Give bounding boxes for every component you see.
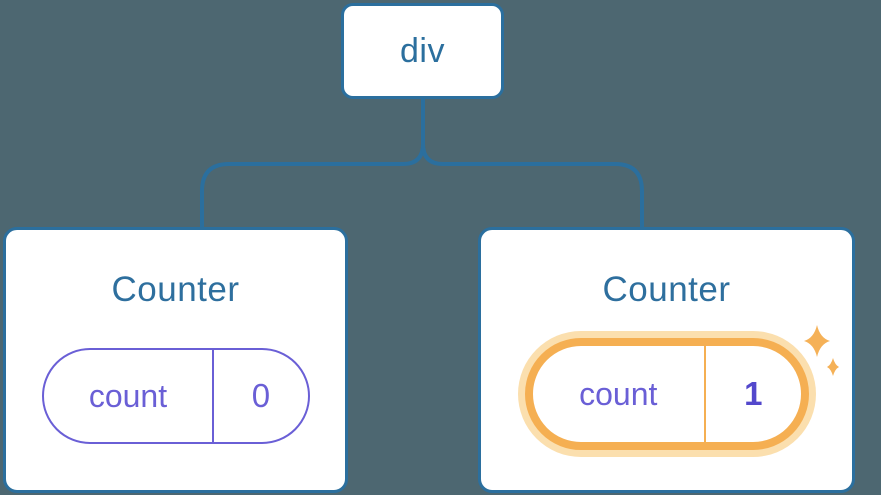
- counter-card-left: Counter count 0: [3, 227, 348, 493]
- counter-card-right: Counter count 1: [478, 227, 855, 493]
- pill-divider: [704, 346, 707, 442]
- pill-divider: [212, 350, 215, 442]
- root-node-label: div: [400, 31, 445, 70]
- sparkles-icon: [804, 325, 839, 376]
- state-variable-value: 1: [744, 375, 763, 412]
- state-pill-highlighted: count 1: [524, 338, 809, 450]
- state-pill: count 0: [41, 348, 310, 444]
- component-title: Counter: [111, 270, 240, 309]
- component-title: Counter: [602, 270, 731, 309]
- state-variable-value: 0: [251, 377, 271, 414]
- root-node-div: div: [341, 3, 504, 99]
- state-variable-name: count: [579, 375, 658, 412]
- state-variable-name: count: [88, 377, 168, 414]
